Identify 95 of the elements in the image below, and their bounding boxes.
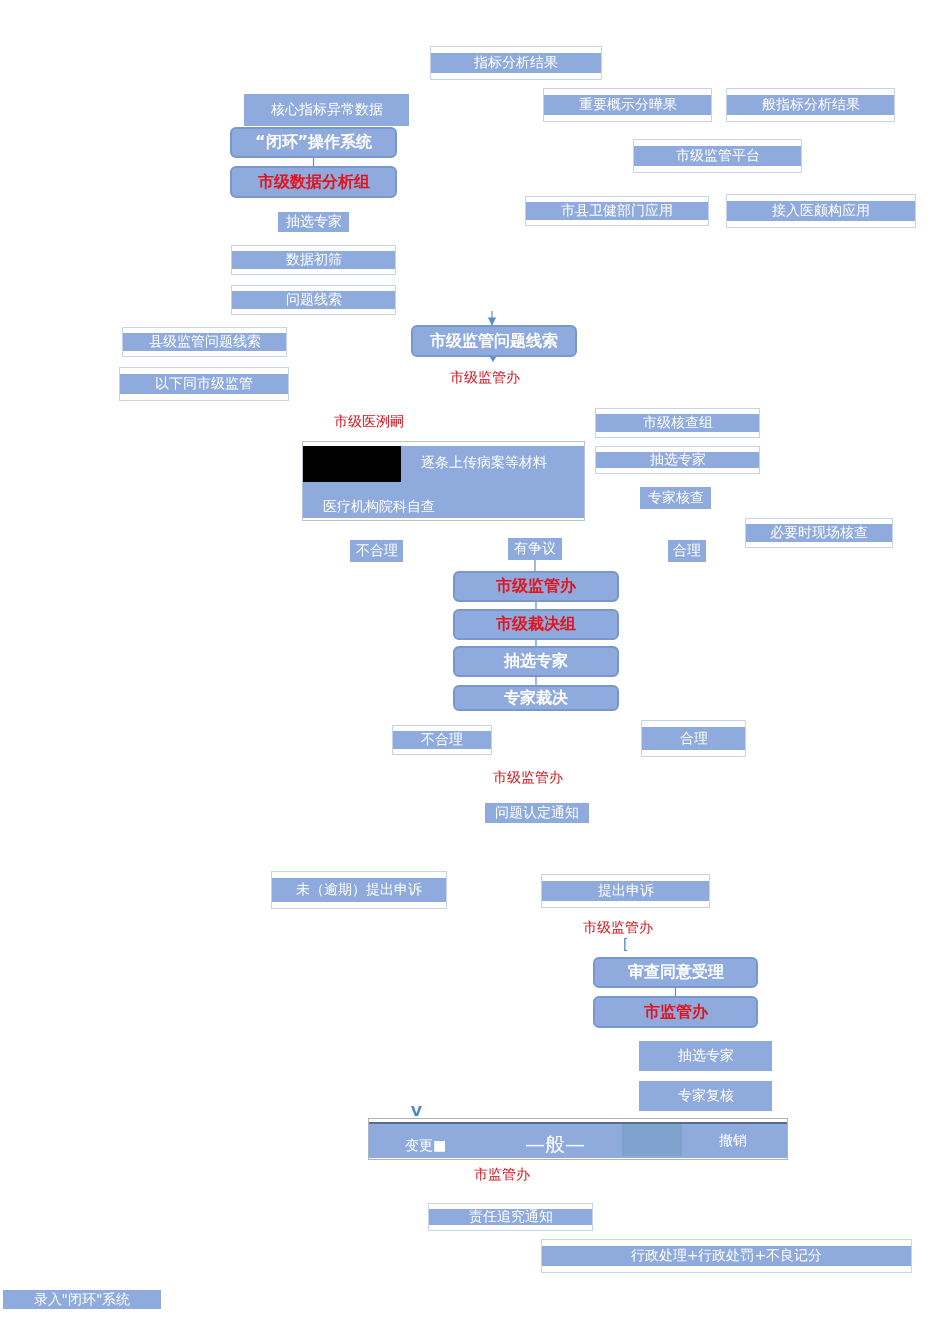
label-box (543, 88, 712, 122)
box-text: 责任追究通知 (468, 1208, 553, 1226)
box-text: 市级核查组 (642, 414, 713, 432)
box-text: 录入"闭环"系统 (33, 1290, 131, 1309)
box-text: 合理 (679, 729, 708, 748)
box-text: 市级监管办 (496, 576, 576, 597)
label-box (595, 446, 760, 474)
note-text: 市监管办 (474, 1166, 530, 1184)
process-box (453, 609, 619, 640)
box-text: 抽选专家 (649, 451, 706, 469)
note-text: V (411, 1103, 422, 1119)
note-text: 市级监管办 (450, 369, 520, 387)
label-box (122, 327, 287, 357)
note-text: 市级监管办 (493, 769, 563, 787)
box-text: 不合理 (355, 542, 398, 560)
label-box (726, 88, 895, 122)
box-text: 合理 (673, 542, 701, 560)
box-text: 般指标分析结果 (761, 96, 860, 114)
label-box (745, 518, 893, 548)
box-text: 接入医颇构应用 (772, 202, 870, 220)
box-text: “闭环”操作系统 (255, 132, 372, 153)
label-box (595, 408, 760, 438)
process-box (411, 325, 577, 357)
process-box (593, 996, 758, 1028)
box-text: 问题线索 (285, 291, 342, 309)
label-box (231, 245, 396, 275)
label-box (641, 720, 746, 757)
process-box (230, 166, 397, 198)
process-box (230, 127, 397, 158)
label-box (485, 803, 589, 823)
cell-text: 变更■ (405, 1137, 447, 1155)
note-text: 市级医洌嗣 (334, 413, 404, 431)
label-box (392, 725, 492, 755)
box-text: 抽选专家 (285, 213, 342, 231)
box-text: 市级数据分析组 (257, 171, 370, 193)
label-box (525, 196, 709, 226)
box-text: 抽选专家 (677, 1047, 734, 1065)
box-text: 以下同市级监管 (155, 375, 253, 393)
cell-text: 撤销 (719, 1132, 747, 1150)
arrow (487, 310, 497, 326)
cell-text: 逐条上传病案等材料 (421, 454, 547, 472)
box-text: 市级裁决组 (496, 614, 576, 635)
label-box (271, 871, 447, 909)
connector-line (535, 639, 537, 647)
label-box (278, 212, 349, 232)
label-box (633, 139, 802, 173)
label-box (541, 874, 710, 908)
label-box (350, 540, 403, 562)
box-text: 问题认定通知 (495, 804, 579, 822)
label-box (508, 538, 562, 560)
box-text: 提出申诉 (597, 882, 654, 900)
box-text: 市级监管问题线索 (430, 330, 558, 352)
box-text: 必要时现场核查 (770, 524, 868, 542)
box-text: 不合理 (421, 731, 463, 749)
note-text: [ (623, 936, 629, 952)
connector-line (534, 559, 536, 572)
process-box (453, 685, 619, 711)
table-box (302, 441, 585, 521)
label-box (668, 540, 706, 562)
box-text: 重要概示分曄果 (578, 96, 677, 114)
connector-line (535, 601, 537, 610)
note-text: 市级监管办 (583, 919, 653, 937)
box-text: 指标分析结果 (474, 54, 558, 72)
box-text: 专家复核 (677, 1087, 734, 1105)
box-text: 有争议 (514, 540, 556, 558)
label-box (430, 46, 602, 80)
process-box (593, 957, 758, 988)
label-box (3, 1290, 161, 1309)
box-text: 核心指标异常数据 (270, 101, 383, 119)
process-box (453, 571, 619, 602)
box-text: 市监管办 (643, 1001, 708, 1023)
label-box (231, 285, 396, 315)
label-box (244, 94, 409, 126)
box-text: 未（逾期）提出申诉 (296, 881, 422, 899)
cell-text: —般— (525, 1131, 585, 1158)
label-box (639, 1041, 772, 1071)
box-text: 市级监管平台 (675, 147, 760, 165)
box-text: 专家裁决 (504, 687, 568, 709)
label-box (726, 194, 916, 228)
process-box (453, 646, 619, 677)
table-box (368, 1118, 788, 1160)
box-text: 审查同意受理 (627, 962, 724, 983)
box-text: 行政处理+行政处罚+不良记分 (630, 1247, 823, 1265)
box-text: 县级监管问题线索 (148, 333, 261, 351)
connector-line (535, 676, 537, 686)
label-box (428, 1203, 593, 1231)
box-text: 专家核查 (647, 489, 704, 507)
label-box (640, 487, 711, 509)
box-text: 抽选专家 (504, 651, 568, 672)
label-box (541, 1239, 912, 1273)
box-text: 数据初筛 (285, 251, 342, 269)
cell-text: 医疗机构院科自查 (323, 498, 435, 516)
box-text: 市县卫健部门应用 (561, 202, 673, 220)
label-box (119, 367, 289, 401)
label-box (639, 1081, 772, 1111)
